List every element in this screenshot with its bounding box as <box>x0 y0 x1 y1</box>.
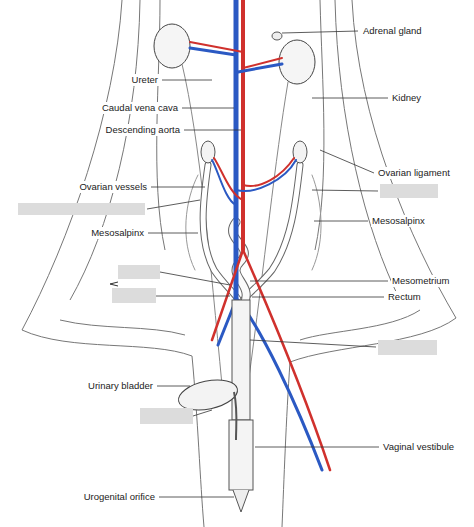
part-label: Caudal vena cava <box>101 102 179 114</box>
part-label: Vaginal vestibule <box>382 441 455 453</box>
part-label: Ovarian ligament <box>377 167 451 179</box>
part-label: Descending aorta <box>105 124 181 136</box>
part-label: Ureter <box>131 74 159 86</box>
part-label: Urinary bladder <box>87 380 154 392</box>
part-label: Mesosalpinx <box>371 215 426 227</box>
part-label: Ovarian vessels <box>78 181 148 193</box>
part-label: Urogenital orifice <box>83 491 156 503</box>
part-label: Rectum <box>387 291 422 303</box>
part-label: Mesometrium <box>391 275 451 287</box>
part-label: Adrenal gland <box>362 25 423 37</box>
part-label: Mesosalpinx <box>90 227 145 239</box>
part-label: Kidney <box>391 92 422 104</box>
